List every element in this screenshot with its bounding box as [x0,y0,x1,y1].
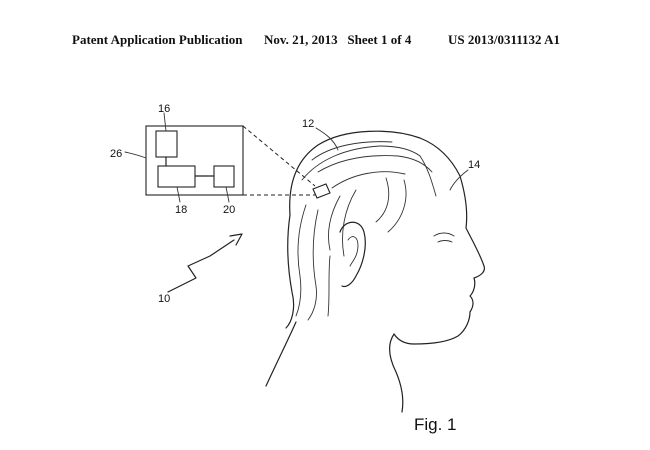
hair-strand-2 [311,141,393,161]
leader-20 [225,186,230,203]
leader-12 [315,127,339,151]
hair-strand-back-1 [295,204,307,317]
label-20: 20 [223,204,235,216]
leader-26 [124,151,147,159]
label-12: 12 [302,118,314,130]
hair-strand-4 [331,171,406,189]
projection-lines [242,125,316,196]
hairline-front [419,155,437,197]
component-18-box [157,165,196,188]
hair-strand-6 [387,179,407,233]
system-arrow-head [229,233,243,246]
head-illustration [265,127,485,413]
face-profile [393,175,485,345]
eyebrow [433,232,455,237]
publication-date-sheet: Nov. 21, 2013 Sheet 1 of 4 [264,32,412,47]
hair-strand-1 [301,145,421,181]
leader-16 [163,112,167,132]
system-arrow-shaft [167,239,235,293]
head-sensor [312,183,331,199]
hair-strand-5 [375,177,390,223]
component-20-box [213,165,235,188]
publication-number: US 2013/0311132 A1 [448,32,560,47]
device-block-diagram [124,112,244,203]
hair-strand-8 [342,189,357,257]
hair-strand-back-3 [327,255,331,317]
ear-inner [347,236,359,267]
neck-front [388,333,404,413]
label-10: 10 [158,293,170,305]
projection-line-top [242,125,316,187]
hair-outline-back [285,214,295,329]
label-26: 26 [110,148,122,160]
publication-title: Patent Application Publication [72,32,243,47]
hair-strand-3 [317,155,433,173]
label-16: 16 [158,103,170,115]
hair-strand-7 [328,195,341,251]
neck-back [265,321,297,387]
label-18: 18 [175,204,187,216]
system-arrow [167,233,243,293]
page-header: Patent Application Publication Nov. 21, … [0,32,650,52]
component-16-box [155,130,178,158]
leader-18 [176,186,181,203]
label-14: 14 [468,159,480,171]
hair-outline-top [289,130,461,216]
figure-caption: Fig. 1 [414,415,457,434]
ear-outline [339,221,366,288]
leader-14 [449,169,469,191]
hair-strand-back-2 [307,209,319,321]
eye [437,240,453,243]
